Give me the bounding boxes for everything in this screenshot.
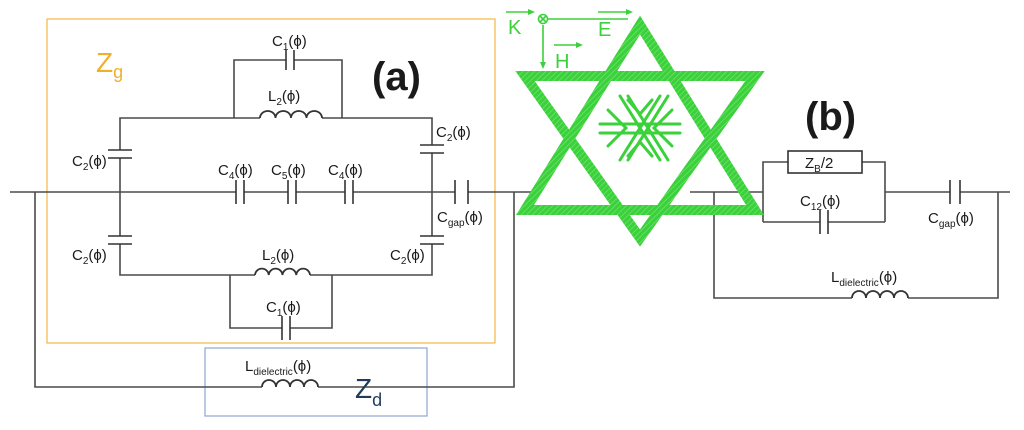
capacitor-c2-lower-left (108, 235, 132, 245)
zd-region-box (204, 347, 428, 417)
arrow-k-label: K (508, 17, 522, 39)
field-arrows (506, 9, 633, 69)
label-c1-bottom: C1(ϕ) (266, 299, 301, 319)
capacitor-c2-lower-right (420, 235, 444, 245)
capacitor-c4-right (344, 180, 354, 204)
label-c5: C5(ϕ) (271, 162, 306, 182)
label-ldielectric-b: Ldielectric(ϕ) (831, 269, 897, 289)
zb-branch-right (862, 161, 886, 222)
upper-loop-left-top (119, 117, 260, 150)
label-c12: C12(ϕ) (800, 193, 840, 213)
impedance-zb2-box (787, 150, 863, 174)
label-c2-lower-left: C2(ϕ) (72, 247, 107, 267)
c1-top-loop-right (294, 59, 343, 118)
label-c2-lower-right: C2(ϕ) (390, 247, 425, 267)
label-c2-upper-left: C2(ϕ) (72, 153, 107, 173)
outer-loop-b-left (713, 192, 852, 299)
outer-loop-b-right (908, 192, 999, 299)
lower-loop-right-bot (310, 244, 433, 276)
c1-top-loop-left (233, 59, 286, 118)
zd-label: Zd (355, 373, 382, 410)
capacitor-c5 (287, 180, 297, 204)
arrow-h-label: H (555, 51, 569, 73)
capacitor-cgap-a (454, 180, 469, 204)
label-c4-right: C4(ϕ) (328, 162, 363, 182)
capacitor-c4-left (235, 180, 245, 204)
label-cgap-a: Cgap(ϕ) (437, 209, 483, 229)
inductor-l2-top (259, 110, 323, 119)
outer-loop-a (34, 192, 262, 388)
label-l2-top: L2(ϕ) (268, 88, 300, 108)
outer-loop-a-right (318, 192, 515, 388)
c1-bot-loop-left (229, 275, 282, 329)
capacitor-c1-bottom (281, 316, 291, 340)
label-l2-bottom: L2(ϕ) (262, 247, 294, 267)
capacitor-cgap-b (949, 180, 961, 204)
upper-loop-right-top (322, 117, 433, 145)
inductor-ldielectric-a (261, 379, 319, 388)
panel-a-label: (a) (372, 55, 421, 99)
label-cgap-b: Cgap(ϕ) (928, 210, 974, 230)
lower-loop-left-bot (119, 244, 255, 276)
capacitor-c1-top (285, 50, 295, 70)
inductor-ldielectric-b (851, 290, 909, 299)
label-c4-left: C4(ϕ) (218, 162, 253, 182)
panel-b-label: (b) (805, 95, 856, 139)
zg-label: Zg (96, 47, 123, 82)
capacitor-c2-upper-left (108, 149, 132, 159)
capacitor-c12 (819, 210, 829, 234)
label-c2-upper-right: C2(ϕ) (436, 124, 471, 144)
star-of-david-icon (515, 15, 765, 247)
zg-region-box (46, 18, 496, 344)
label-c1-top: C1(ϕ) (272, 33, 307, 53)
c1-bot-loop-right (290, 275, 333, 329)
label-ldielectric-a: Ldielectric(ϕ) (245, 358, 311, 378)
zb-branch-left (762, 161, 788, 222)
label-zb2: ZB/2 (805, 155, 833, 175)
arrow-e-label: E (598, 19, 611, 41)
capacitor-c2-upper-right (420, 144, 444, 154)
inductor-l2-bottom (254, 267, 311, 276)
